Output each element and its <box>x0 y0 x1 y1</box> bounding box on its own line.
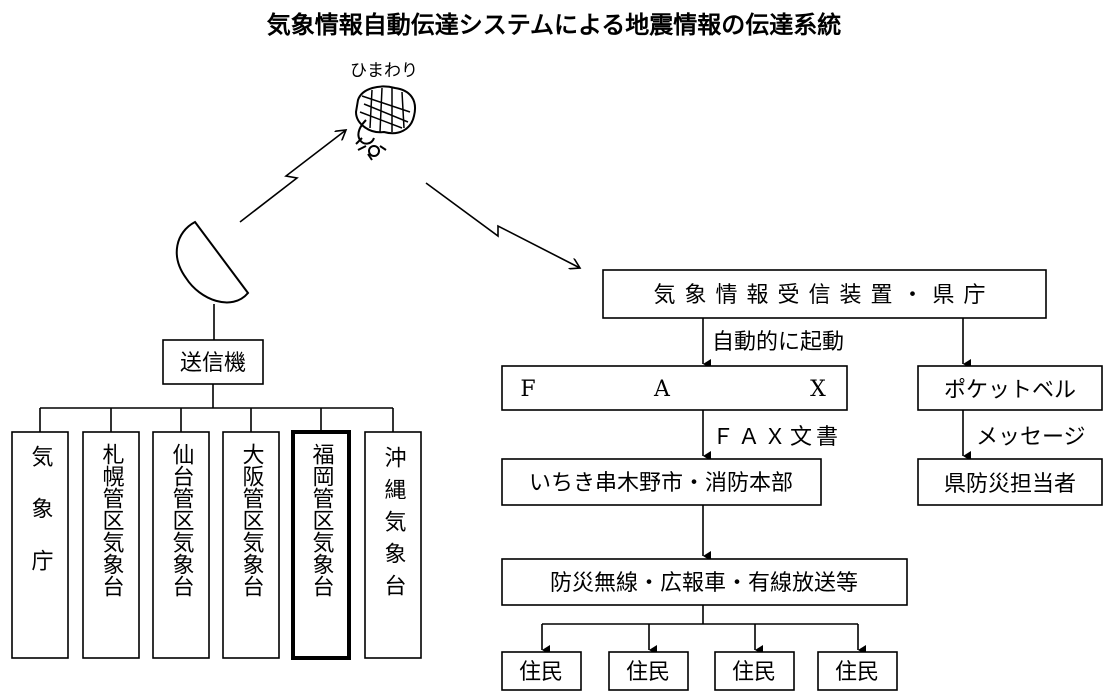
fire-hq-label: いちき串木野市・消防本部 <box>529 471 793 496</box>
fax-box <box>501 365 848 411</box>
fax-letter-a: A <box>653 377 671 402</box>
office-branch-stubs <box>39 408 394 432</box>
satellite-icon <box>354 85 416 161</box>
transmitter-label: 送信機 <box>180 351 246 376</box>
office-label-sendai: 仙台管区気象台 <box>169 443 195 597</box>
office-label-sapporo: 札幌管区気象台 <box>99 443 125 597</box>
office-box-jma <box>11 431 69 659</box>
broadcast-label: 防災無線・広報車・有線放送等 <box>550 571 858 596</box>
office-label-osaka: 大阪管区気象台 <box>239 443 265 597</box>
office-label-jma: 気象庁 <box>28 445 54 601</box>
fax-letter-f: F <box>520 377 535 402</box>
office-box-osaka <box>222 431 280 659</box>
pager-box <box>917 365 1103 411</box>
satellite-label: ひまわり <box>350 61 418 81</box>
resident-box-1 <box>501 651 582 691</box>
office-box-fukuoka <box>291 430 351 660</box>
broadcast-box <box>501 558 908 606</box>
resident-box-2 <box>608 651 689 691</box>
fire-hq-box <box>501 458 822 506</box>
fax-document-label: ＦＡＸ文書 <box>712 425 842 450</box>
office-box-okinawa <box>364 431 422 659</box>
resident-label-2: 住民 <box>626 660 670 685</box>
office-label-okinawa: 沖縄気象台 <box>381 446 407 606</box>
diagram-title: 気象情報自動伝達システムによる地震情報の伝達系統 <box>267 11 842 39</box>
resident-box-4 <box>817 651 898 691</box>
officer-box <box>917 458 1103 506</box>
receiver-box <box>602 269 1047 319</box>
office-box-sapporo <box>82 431 140 659</box>
fax-letter-x: X <box>810 377 826 402</box>
resident-label-4: 住民 <box>835 660 879 685</box>
pager-label: ポケットベル <box>944 378 1076 403</box>
message-label: メッセージ <box>976 425 1086 450</box>
downlink-signal-arrow <box>425 182 580 268</box>
auto-start-label: 自動的に起動 <box>712 330 844 355</box>
office-label-fukuoka: 福岡管区気象台 <box>309 443 335 597</box>
officer-label: 県防災担当者 <box>944 472 1076 497</box>
resident-label-3: 住民 <box>732 660 776 685</box>
satellite-dish-icon <box>175 220 250 340</box>
office-box-sendai <box>152 431 210 659</box>
receiver-label: 気象情報受信装置・県庁 <box>653 283 994 308</box>
resident-box-3 <box>714 651 795 691</box>
uplink-signal-arrow <box>239 130 346 223</box>
resident-label-1: 住民 <box>519 660 563 685</box>
